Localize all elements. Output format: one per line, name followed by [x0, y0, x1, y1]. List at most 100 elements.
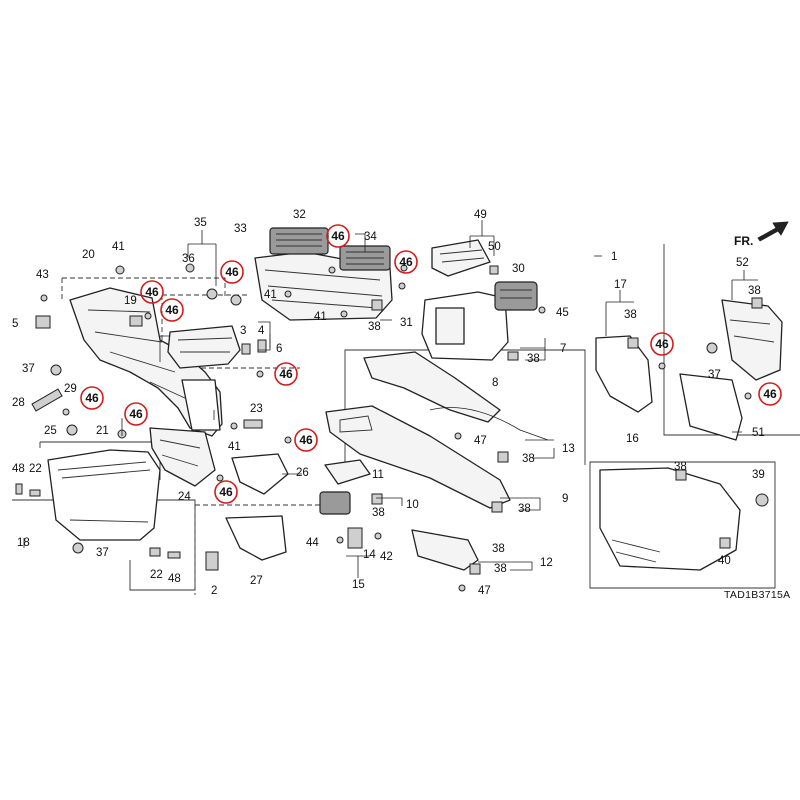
part-fasteners	[15, 263, 769, 592]
highlight-label: 46	[763, 387, 777, 401]
callout-47-lower: 47	[478, 585, 491, 597]
highlight-label: 46	[225, 265, 239, 279]
highlight-ring	[394, 250, 418, 274]
callout-31: 31	[400, 317, 413, 329]
callout-5: 5	[12, 318, 18, 330]
highlight-46: 46	[80, 386, 104, 410]
highlight-label: 46	[655, 337, 669, 351]
callout-41-lower: 41	[228, 441, 241, 453]
callout-7: 7	[560, 343, 566, 355]
highlight-label: 46	[145, 285, 159, 299]
callout-47-top: 47	[474, 435, 487, 447]
callout-10: 10	[406, 499, 419, 511]
highlight-46: 46	[220, 260, 244, 284]
callout-37-lower: 37	[96, 547, 109, 559]
highlight-ring	[650, 332, 674, 356]
part-dash-garnish	[325, 405, 511, 509]
highlighted-callouts: 46 46 46 46 46 46 46 46	[0, 0, 782, 504]
callout-41-top: 41	[112, 241, 125, 253]
highlight-ring	[220, 260, 244, 284]
arrow-right-up-icon	[757, 221, 789, 242]
callout-48-lower: 48	[168, 573, 181, 585]
callout-28: 28	[12, 397, 25, 409]
highlight-46: 46	[650, 332, 674, 356]
callout-44: 44	[306, 537, 319, 549]
callout-8: 8	[492, 377, 498, 389]
highlight-46: 46	[326, 224, 350, 248]
highlight-label: 46	[279, 367, 293, 381]
callout-15: 15	[352, 579, 365, 591]
part-glove-box	[47, 449, 161, 541]
highlight-46: 46	[394, 250, 418, 274]
callout-40: 40	[718, 555, 731, 567]
highlight-46: 46	[758, 382, 782, 406]
highlight-ring	[274, 362, 298, 386]
callout-38-trim13: 38	[522, 453, 535, 465]
part-trim-strip-12	[411, 529, 479, 571]
highlight-label: 46	[85, 391, 99, 405]
highlight-ring	[326, 224, 350, 248]
callout-38-panel52: 38	[748, 285, 761, 297]
part-display-bezel	[421, 291, 509, 361]
highlight-46: 46	[124, 402, 148, 426]
callout-38-display: 38	[527, 353, 540, 365]
leader-lines	[23, 220, 758, 578]
highlight-ring	[160, 298, 184, 322]
callout-33: 33	[234, 223, 247, 235]
callout-45: 45	[556, 307, 569, 319]
callout-42: 42	[380, 551, 393, 563]
callout-30: 30	[512, 263, 525, 275]
part-vent-right	[494, 281, 538, 311]
callout-18: 18	[17, 537, 30, 549]
callout-37-right: 37	[708, 369, 721, 381]
highlight-46: 46	[140, 280, 164, 304]
part-bracket-11	[324, 459, 371, 485]
part-switch-10	[319, 491, 351, 515]
highlight-label: 46	[165, 303, 179, 317]
callout-48: 48	[12, 463, 25, 475]
part-console-bracket-27	[225, 515, 287, 561]
part-trim-strip-13	[429, 407, 549, 441]
highlight-46: 46	[294, 428, 318, 452]
part-center-bracket	[167, 325, 241, 369]
callout-21: 21	[96, 425, 109, 437]
callout-38-garnish-left: 38	[492, 543, 505, 555]
callout-25: 25	[44, 425, 57, 437]
highlight-46: 46	[214, 480, 238, 504]
callout-38-panel: 38	[368, 321, 381, 333]
callout-37: 37	[22, 363, 35, 375]
callout-14: 14	[363, 549, 376, 561]
diagram-code: TAD1B3715A	[724, 589, 790, 601]
highlight-label: 46	[331, 229, 345, 243]
highlight-ring	[124, 402, 148, 426]
highlight-ring	[80, 386, 104, 410]
part-lower-cover	[149, 427, 216, 487]
callout-36: 36	[182, 253, 195, 265]
part-pocket-26	[231, 453, 289, 495]
callout-43: 43	[36, 269, 49, 281]
callout-27: 27	[250, 575, 263, 587]
callout-13: 13	[562, 443, 575, 455]
callout-38-trim12: 38	[494, 563, 507, 575]
callout-38-switch: 38	[372, 507, 385, 519]
callout-32: 32	[293, 209, 306, 221]
callout-49: 49	[474, 209, 487, 221]
callout-12: 12	[540, 557, 553, 569]
highlight-label: 46	[299, 433, 313, 447]
part-instrument-lower-panel	[69, 287, 223, 437]
highlight-46: 46	[0, 0, 14, 3]
callout-17: 17	[614, 279, 627, 291]
callout-51: 51	[752, 427, 765, 439]
part-side-panel-52	[721, 299, 783, 381]
callout-24: 24	[178, 491, 191, 503]
highlight-label: 46	[399, 255, 413, 269]
highlight-ring	[294, 428, 318, 452]
callout-52: 52	[736, 257, 749, 269]
highlight-ring	[214, 480, 238, 504]
highlight-ring	[758, 382, 782, 406]
callout-39: 39	[752, 469, 765, 481]
callout-11: 11	[372, 469, 384, 481]
callout-26: 26	[296, 467, 309, 479]
callout-34: 34	[364, 231, 377, 243]
